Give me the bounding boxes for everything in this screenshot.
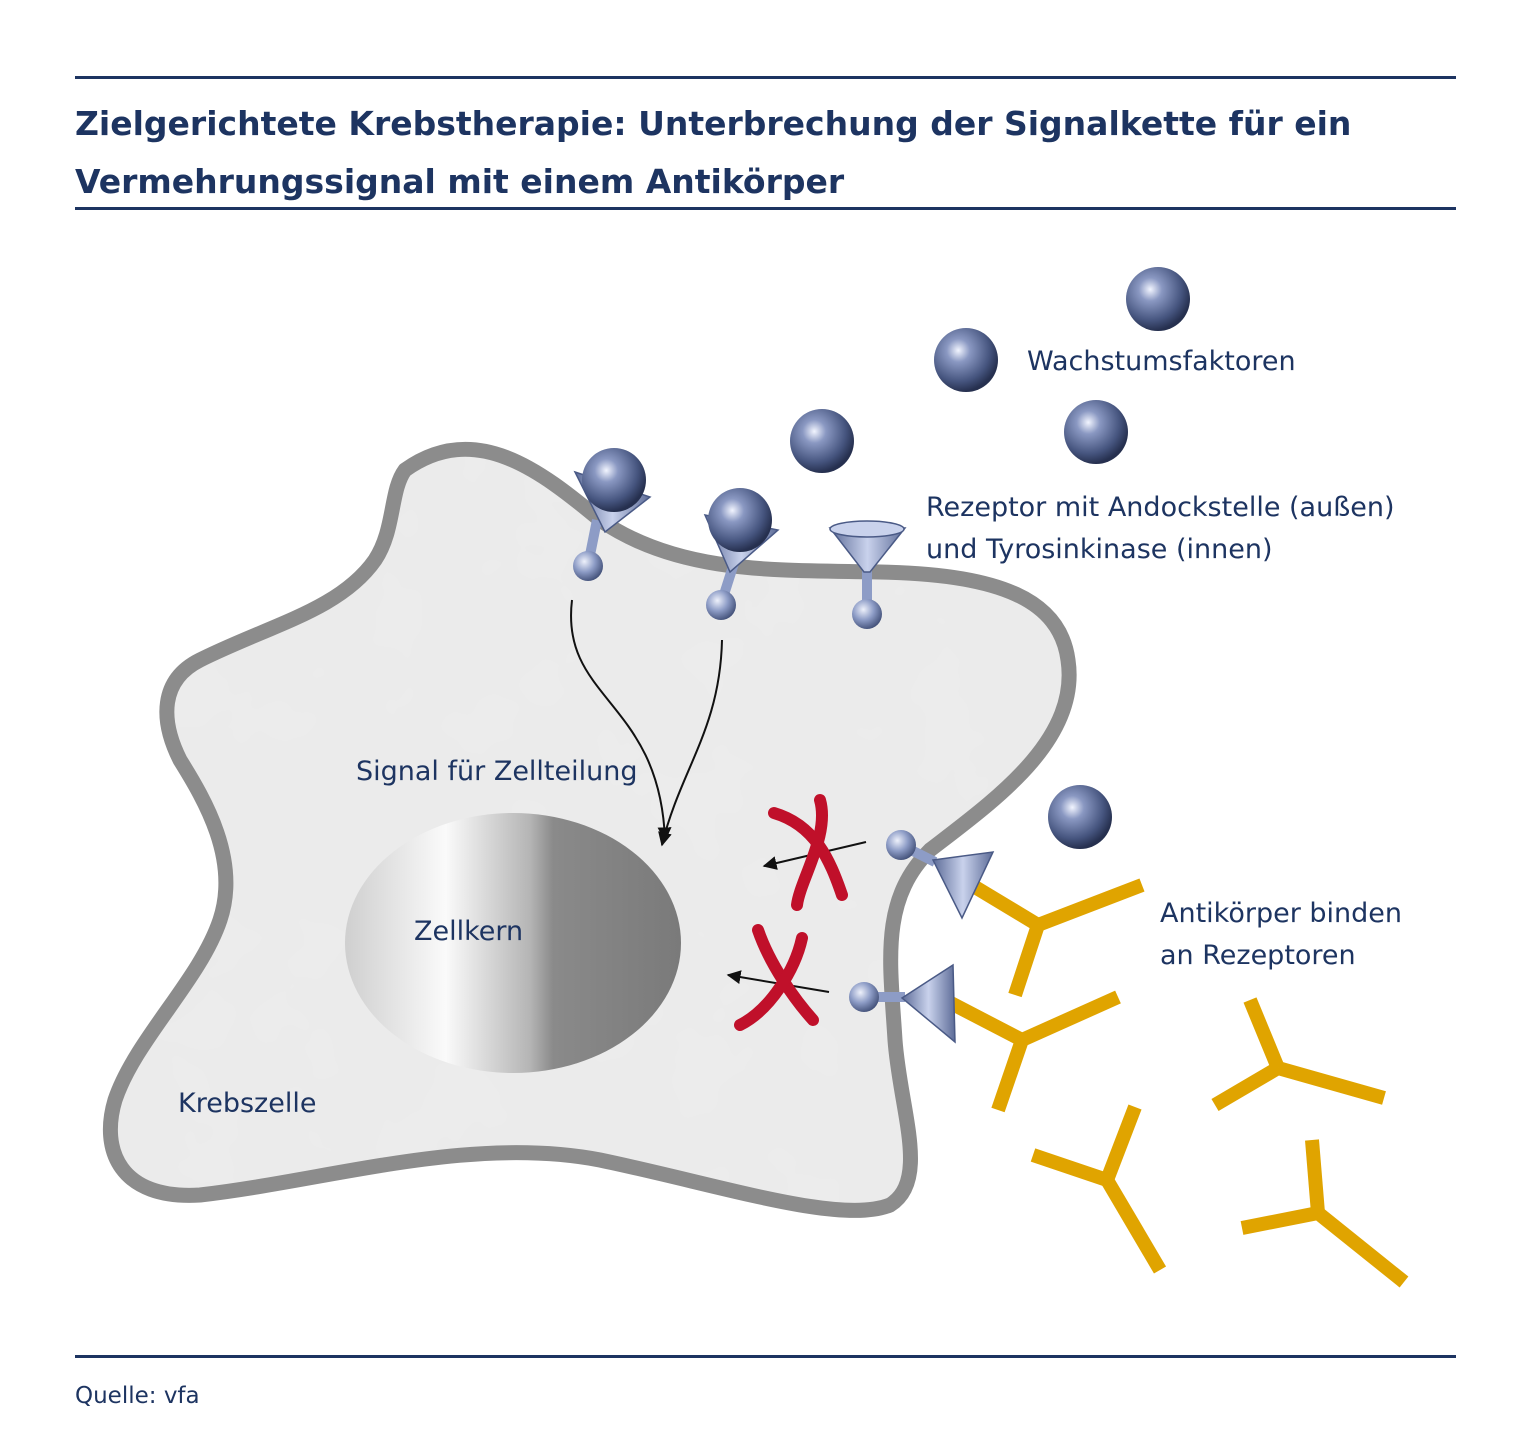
source-note: Quelle: vfa — [75, 1383, 200, 1409]
signal-arrow-1 — [570, 599, 672, 842]
receptor-1-bound — [573, 448, 652, 581]
label-receptor-line-2: und Tyrosinkinase (innen) — [926, 534, 1273, 565]
growth-factor — [934, 328, 998, 392]
top-rule — [75, 76, 1456, 79]
growth-factor — [1048, 785, 1112, 849]
antibody-free-3 — [1240, 1139, 1409, 1288]
label-growth-factors: Wachstumsfaktoren — [1027, 346, 1296, 377]
label-signal: Signal für Zellteilung — [356, 756, 638, 787]
growth-factor — [1126, 267, 1190, 331]
receptor-3-empty — [828, 520, 907, 629]
label-antibodies-line-2: an Rezeptoren — [1160, 940, 1356, 971]
growth-factors — [790, 267, 1190, 849]
antibody-free-2 — [1030, 1104, 1167, 1274]
receptor-5-blocked — [849, 963, 956, 1044]
label-antibodies-line-1: Antikörper binden — [1160, 898, 1402, 929]
growth-factor — [1064, 400, 1128, 464]
title-line-1: Zielgerichtete Krebstherapie: Unterbrech… — [75, 104, 1352, 143]
antibodies — [941, 878, 1409, 1288]
signal-arrow-2 — [658, 639, 723, 847]
growth-factor — [790, 409, 854, 473]
receptor-4-blocked — [886, 830, 995, 920]
title-bottom-rule — [75, 207, 1456, 210]
footer-rule — [75, 1355, 1456, 1358]
label-cell: Krebszelle — [178, 1088, 316, 1119]
receptor-2-bound — [703, 488, 780, 620]
title-line-2: Vermehrungssignal mit einem Antikörper — [75, 162, 845, 201]
label-receptor-line-1: Rezeptor mit Andockstelle (außen) — [926, 492, 1394, 523]
label-nucleus: Zellkern — [414, 916, 523, 947]
page-title: Zielgerichtete Krebstherapie: Unterbrech… — [75, 95, 1455, 211]
cell-membrane — [102, 441, 1077, 1218]
antibody-bound-1 — [971, 878, 1145, 998]
cell-nucleus — [345, 813, 681, 1073]
antibody-bound-2 — [941, 990, 1121, 1113]
blocked-signal-2 — [726, 924, 830, 1031]
blocked-signal-1 — [762, 794, 867, 911]
antibody-free-1 — [1211, 997, 1386, 1112]
